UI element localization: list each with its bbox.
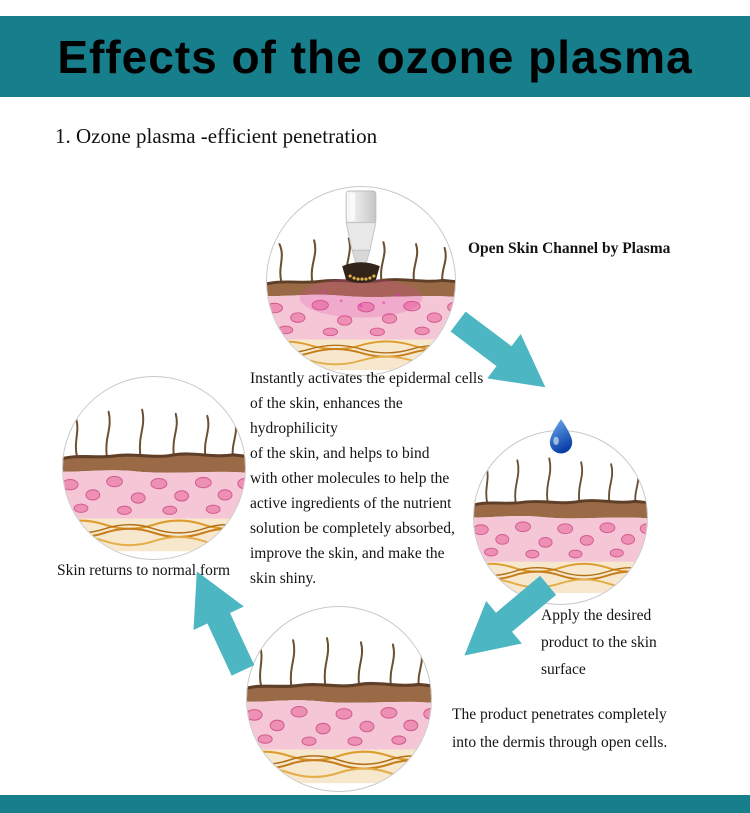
skin-cross-section-illustration (474, 456, 647, 594)
step-circle-plasma-treatment (266, 186, 456, 376)
label-skin-returns-normal: Skin returns to normal form (57, 562, 231, 579)
plasma-handpiece-icon (342, 190, 380, 283)
page-title: Effects of the ozone plasma (57, 30, 693, 83)
plasma-treatment-illustration (267, 190, 455, 371)
water-droplet-icon (547, 417, 575, 455)
title-banner: Effects of the ozone plasma (0, 16, 750, 97)
skin-cross-section-illustration (247, 636, 431, 784)
label-center-description: Instantly activates the epidermal cells … (250, 370, 484, 587)
step-circle-product-absorption (473, 430, 648, 605)
footer-bar (0, 795, 750, 813)
label-apply-product: Apply the desired product to the skin su… (541, 607, 657, 678)
water-droplet-icon (547, 417, 575, 455)
section-heading: 1. Ozone plasma -efficient penetration (55, 124, 378, 148)
label-product-penetrates: The product penetrates completely into t… (452, 706, 668, 751)
step-circle-skin-normal (62, 376, 246, 560)
label-open-skin-channel: Open Skin Channel by Plasma (468, 240, 671, 257)
skin-cross-section-illustration (63, 408, 245, 552)
step-circle-dermis-penetration (246, 606, 432, 792)
